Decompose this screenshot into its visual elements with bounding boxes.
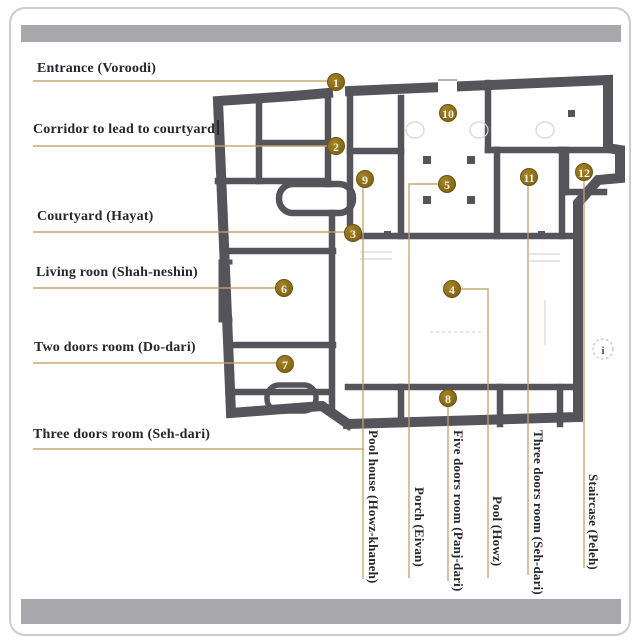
text-cursor	[217, 120, 220, 135]
plan-walls	[212, 74, 625, 431]
marker-10: 10	[439, 104, 457, 122]
label-living-room: Living roon (Shah-neshin)	[36, 265, 198, 281]
marker-4: 4	[443, 280, 461, 298]
marker-2: 2	[327, 137, 345, 155]
marker-9: 9	[356, 170, 374, 188]
label-courtyard: Courtyard (Hayat)	[37, 209, 154, 225]
footer-bar	[21, 599, 621, 624]
label-staircase: Staircase (Peleh)	[586, 474, 601, 570]
info-circle-icon: i	[592, 338, 614, 360]
plan-pillars	[384, 110, 575, 238]
label-entrance: Entrance (Voroodi)	[37, 61, 156, 77]
label-pool-house: Pool house (Howz-khaneh)	[366, 430, 381, 584]
label-three-doors-room-bottom: Three doors room (Seh-dari)	[531, 430, 546, 595]
marker-8: 8	[439, 389, 457, 407]
label-three-doors-room-left-text: Three doors room (Seh-dari)	[33, 427, 211, 442]
label-living-room-text: Living roon (Shah-neshin)	[36, 265, 198, 280]
label-corridor: Corridor to lead to courtyard	[33, 120, 220, 138]
leader-lines	[33, 80, 585, 581]
marker-6: 6	[275, 279, 293, 297]
label-entrance-text: Entrance (Voroodi)	[37, 61, 157, 76]
label-two-doors-room: Two doors room (Do-dari)	[34, 340, 196, 356]
header-bar	[21, 25, 621, 42]
label-courtyard-text: Courtyard (Hayat)	[37, 209, 154, 224]
sketch-lines	[360, 121, 560, 345]
marker-1: 1	[327, 73, 345, 91]
marker-7: 7	[276, 355, 294, 373]
label-pool: Pool (Howz)	[490, 496, 505, 567]
marker-3: 3	[344, 224, 362, 242]
label-three-doors-room-left: Three doors room (Seh-dari)	[33, 427, 210, 443]
label-corridor-text: Corridor to lead to courtyard	[33, 122, 216, 137]
label-five-doors-room: Five doors room (Panj-dari)	[451, 430, 466, 592]
top-wall-notch	[438, 74, 457, 99]
marker-5: 5	[438, 175, 456, 193]
label-two-doors-room-text: Two doors room (Do-dari)	[34, 340, 196, 355]
svg-text:i: i	[601, 345, 604, 357]
marker-12: 12	[575, 163, 593, 181]
label-porch: Porch (Eivan)	[412, 487, 427, 567]
marker-11: 11	[520, 168, 538, 186]
